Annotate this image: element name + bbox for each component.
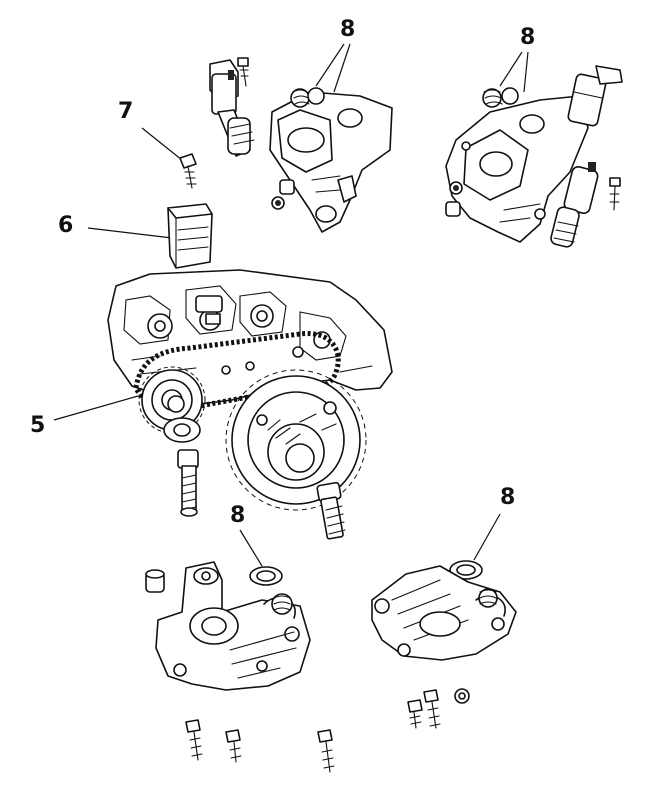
leader-5 xyxy=(53,395,139,421)
cylinder-head-assembly xyxy=(107,269,393,434)
callout-8-bottom-right: 8 xyxy=(500,485,515,510)
vvt-sprocket-large xyxy=(225,369,367,511)
solenoid-valve-top-left xyxy=(209,59,255,157)
callout-8-top-right: 8 xyxy=(520,25,535,50)
bolts-bottom-left xyxy=(185,719,335,773)
vvt-housing-bottom-left xyxy=(155,561,311,691)
washer-ring xyxy=(163,395,201,443)
bolt-long-center xyxy=(316,481,346,540)
vvt-housing-top-center xyxy=(269,87,393,233)
o-ring-bottom-right xyxy=(449,560,483,580)
leader-7 xyxy=(141,127,183,161)
chain-tensioner-6 xyxy=(167,203,213,269)
sleeve-small-top-right xyxy=(445,181,463,217)
solenoid-valve-top-right-upper xyxy=(567,65,623,127)
bolt-small-top-right xyxy=(609,177,621,211)
bolts-bottom-right xyxy=(407,688,470,729)
bolt-7 xyxy=(179,153,197,189)
leader-6 xyxy=(87,227,173,239)
callout-8-top-left: 8 xyxy=(340,17,355,42)
callout-7: 7 xyxy=(118,99,133,124)
leader-8-top-left-a xyxy=(315,43,345,87)
callout-6: 6 xyxy=(58,213,73,238)
callout-5: 5 xyxy=(30,413,45,438)
bolt-long-left xyxy=(177,449,199,517)
sleeve-bottom-left xyxy=(145,569,165,593)
o-ring-bottom-left xyxy=(249,566,283,586)
leader-8-top-right-a xyxy=(499,51,523,87)
bolt-small-top xyxy=(237,57,249,87)
vvt-housing-bottom-right xyxy=(371,565,517,661)
leader-8-top-left-b xyxy=(333,43,351,93)
leader-8-bottom-left xyxy=(239,529,263,567)
callout-8-bottom-left: 8 xyxy=(230,503,245,528)
leader-8-bottom-right xyxy=(473,513,501,561)
vvt-housing-top-right xyxy=(445,87,589,243)
leader-8-top-right-b xyxy=(523,51,529,93)
sleeve-small-top-center xyxy=(271,179,295,210)
solenoid-valve-top-right-lower xyxy=(550,162,599,248)
